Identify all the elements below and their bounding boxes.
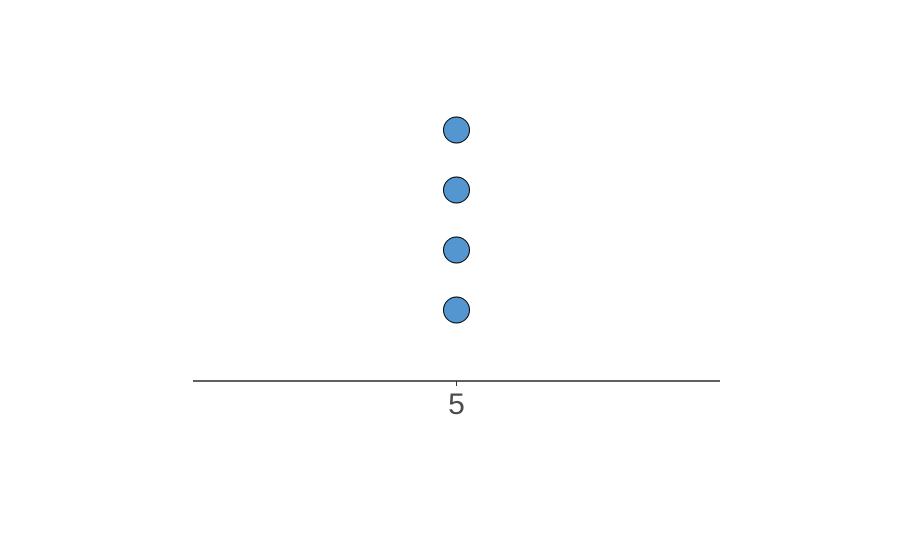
dot-series [443,116,470,324]
data-point [443,116,470,144]
x-tick-label: 5 [448,388,465,421]
data-point [443,236,470,264]
data-point [443,296,470,324]
x-axis-ticks: 5 [448,381,465,421]
data-point [443,176,470,204]
